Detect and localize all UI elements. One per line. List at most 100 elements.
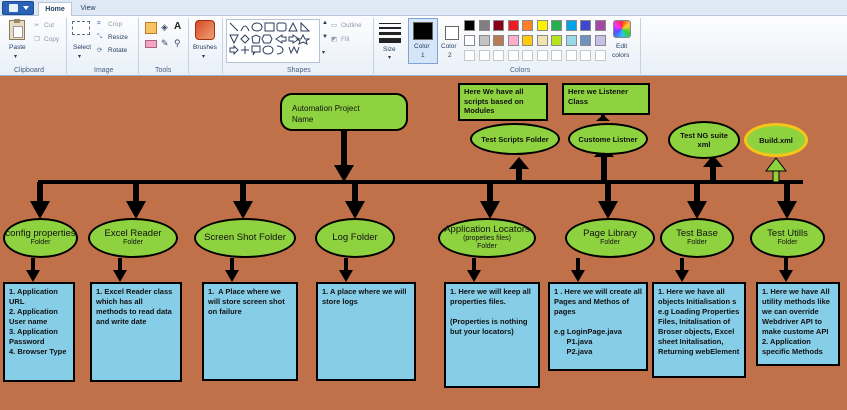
folder-subtitle: Folder [600, 239, 620, 246]
paint-canvas[interactable]: Automation Project Name Here We have all… [0, 77, 847, 410]
palette-swatch[interactable] [551, 35, 562, 46]
scripts-note: Here We have all scripts based on Module… [458, 83, 548, 121]
down-arrow-shaft [230, 258, 234, 272]
empty-palette-swatch[interactable] [551, 50, 562, 61]
pencil-icon[interactable] [145, 22, 157, 34]
expand-icon[interactable]: ▾ [322, 50, 326, 56]
image-group-label: Image [94, 67, 114, 74]
empty-palette-swatch[interactable] [565, 50, 577, 61]
empty-palette-swatch[interactable] [536, 50, 548, 61]
empty-palette-swatch[interactable] [594, 50, 606, 61]
eraser-icon[interactable] [145, 40, 157, 48]
brushes-button[interactable]: Brushes [193, 44, 217, 51]
magnifier-icon[interactable]: ⚲ [174, 38, 181, 48]
palette-swatch[interactable] [522, 35, 533, 46]
folder-description-box: 1. A Place where we will store screen sh… [202, 282, 298, 381]
text-tool-icon[interactable]: A [174, 21, 182, 32]
empty-palette-swatch[interactable] [580, 50, 591, 61]
color-1-label: Color [414, 43, 430, 50]
tab-home[interactable]: Home [38, 2, 72, 16]
down-arrow-shaft [344, 258, 348, 272]
folder-description: 1. Excel Reader class which has all meth… [96, 287, 175, 326]
folder-description-box: 1. A place where we will store logs [316, 282, 416, 381]
palette-swatch[interactable] [507, 35, 519, 46]
palette-swatch[interactable] [565, 20, 577, 31]
folder-description-box: 1. Here we have all objects Initialisati… [652, 282, 746, 378]
color-2-swatch[interactable] [445, 26, 459, 40]
rotate-button[interactable]: Rotate [108, 47, 128, 54]
palette-swatch[interactable] [594, 35, 606, 46]
brush-icon[interactable] [195, 20, 215, 40]
fill-bucket-icon[interactable]: ◈ [161, 22, 168, 32]
line-size-icon[interactable] [379, 21, 401, 45]
down-arrow-head [26, 270, 40, 282]
palette-swatch[interactable] [478, 35, 490, 46]
chevron-down-icon[interactable]: ▾ [78, 54, 82, 60]
palette-swatch[interactable] [551, 20, 562, 31]
edit-colors-label[interactable]: Edit [616, 43, 628, 50]
resize-button[interactable]: Resize [108, 34, 128, 41]
shapes-group-label: Shapes [287, 67, 311, 74]
palette-swatch[interactable] [464, 20, 475, 31]
paste-button[interactable]: Paste [9, 44, 26, 51]
empty-palette-swatch[interactable] [464, 50, 475, 61]
down-arrow-shaft [694, 182, 700, 204]
empty-palette-swatch[interactable] [493, 50, 504, 61]
paste-icon[interactable] [9, 19, 25, 40]
crop-icon: ⌗ [97, 20, 101, 27]
edit-colors-icon[interactable] [613, 20, 631, 38]
palette-swatch[interactable] [478, 20, 490, 31]
palette-swatch[interactable] [580, 20, 591, 31]
outline-button[interactable]: Outline [341, 22, 362, 29]
palette-swatch[interactable] [507, 20, 519, 31]
build-xml-label: Build.xml [759, 135, 793, 145]
down-arrow-shaft [784, 182, 790, 204]
listener-note: Here we Listener Class [562, 83, 650, 115]
copy-button[interactable]: Copy [44, 36, 60, 43]
palette-swatch[interactable] [522, 20, 533, 31]
testng-node: Test NG suite xml [668, 121, 740, 159]
folder-description-box: 1 . Here we will create all Pages and Me… [548, 282, 648, 371]
palette-swatch[interactable] [493, 20, 504, 31]
palette-swatch[interactable] [580, 35, 591, 46]
color-picker-icon[interactable]: ✎ [161, 38, 169, 48]
palette-swatch[interactable] [493, 35, 504, 46]
scroll-up-icon[interactable]: ▲ [322, 20, 328, 26]
tab-view[interactable]: View [80, 5, 96, 12]
folder-title: Page Library [583, 228, 637, 239]
file-menu-button[interactable] [2, 1, 34, 15]
shapes-gallery[interactable] [226, 19, 320, 63]
root-subtitle: Name [292, 115, 314, 124]
select-button[interactable]: Select [73, 44, 92, 51]
palette-swatch[interactable] [594, 20, 606, 31]
copy-icon: ❐ [34, 36, 40, 43]
down-arrow-head [339, 270, 353, 282]
chevron-down-icon[interactable]: ▾ [388, 55, 392, 61]
testng-label: Test NG suite [680, 131, 728, 140]
down-arrow-head [598, 201, 618, 219]
testng-label-line2: xml [697, 140, 711, 149]
empty-palette-swatch[interactable] [507, 50, 519, 61]
chevron-down-icon[interactable]: ▾ [14, 54, 18, 60]
size-button[interactable]: Size [383, 46, 396, 53]
crop-button[interactable]: Crop [108, 21, 123, 28]
palette-swatch[interactable] [464, 35, 475, 46]
cut-button[interactable]: Cut [44, 22, 55, 29]
edit-colors-label-line2[interactable]: colors [612, 52, 630, 59]
palette-swatch[interactable] [536, 20, 548, 31]
folder-description: 1. Here we will keep all properties file… [450, 287, 531, 336]
palette-swatch[interactable] [536, 35, 548, 46]
down-arrow-shaft [784, 258, 788, 272]
scissors-icon: ✂ [34, 22, 40, 29]
empty-palette-swatch[interactable] [478, 50, 490, 61]
scroll-down-icon[interactable]: ▼ [322, 34, 328, 40]
palette-swatch[interactable] [565, 35, 577, 46]
down-arrow-head [480, 201, 500, 219]
fill-button[interactable]: Fill [341, 36, 350, 43]
folder-title: Test Utills [767, 228, 808, 239]
select-icon[interactable] [72, 21, 90, 35]
chevron-down-icon[interactable]: ▾ [202, 54, 206, 60]
empty-palette-swatch[interactable] [522, 50, 533, 61]
